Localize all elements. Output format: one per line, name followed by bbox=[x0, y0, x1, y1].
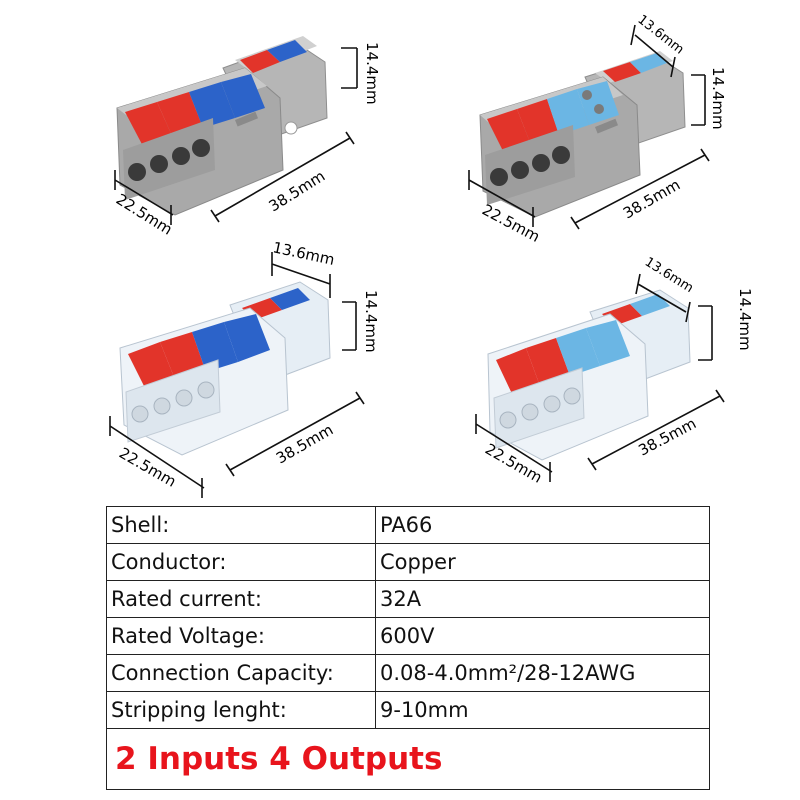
product-image-2: 13.6mm 14.4mm 38.5mm 22.5mm bbox=[468, 12, 727, 246]
spec-row-rated-voltage: Rated Voltage: 600V bbox=[106, 617, 710, 655]
spec-value: 600V bbox=[375, 617, 710, 655]
spec-value: Copper bbox=[375, 543, 710, 581]
spec-value: PA66 bbox=[375, 506, 710, 544]
svg-text:13.6mm: 13.6mm bbox=[635, 12, 687, 57]
spec-label: Conductor: bbox=[106, 543, 376, 581]
spec-value: 0.08-4.0mm²/28-12AWG bbox=[375, 654, 710, 692]
spec-row-rated-current: Rated current: 32A bbox=[106, 580, 710, 618]
product-image-1: 14.4mm 38.5mm 22.5mm bbox=[113, 36, 381, 239]
svg-text:14.4mm: 14.4mm bbox=[736, 288, 754, 351]
svg-text:14.4mm: 14.4mm bbox=[709, 67, 727, 130]
spec-row-shell: Shell: PA66 bbox=[106, 506, 710, 544]
io-summary-heading: 2 Inputs 4 Outputs bbox=[106, 728, 710, 790]
spec-label: Rated current: bbox=[106, 580, 376, 618]
spec-value: 32A bbox=[375, 580, 710, 618]
svg-text:38.5mm: 38.5mm bbox=[635, 414, 699, 459]
spec-label: Rated Voltage: bbox=[106, 617, 376, 655]
connector-body bbox=[119, 281, 331, 456]
spec-label: Shell: bbox=[106, 506, 376, 544]
dimension-height: 14.4mm bbox=[341, 42, 381, 105]
product-image-4: 13.6mm 14.4mm 38.5mm 22.5mm bbox=[475, 255, 754, 487]
product-image-3: 13.6mm 14.4mm 38.5mm 22.5mm bbox=[109, 238, 380, 498]
footer-row: 2 Inputs 4 Outputs bbox=[106, 728, 710, 790]
spec-label: Stripping lenght: bbox=[106, 691, 376, 729]
spec-row-stripping-length: Stripping lenght: 9-10mm bbox=[106, 691, 710, 729]
specs-table: Shell: PA66 Conductor: Copper Rated curr… bbox=[106, 506, 710, 790]
dimension-height: 14.4mm bbox=[691, 67, 727, 130]
svg-text:38.5mm: 38.5mm bbox=[273, 421, 336, 468]
svg-text:13.6mm: 13.6mm bbox=[271, 238, 336, 269]
spec-value: 9-10mm bbox=[375, 691, 710, 729]
connector-body bbox=[487, 289, 691, 461]
dimension-height: 14.4mm bbox=[698, 288, 754, 361]
spec-row-conductor: Conductor: Copper bbox=[106, 543, 710, 581]
spec-row-connection-capacity: Connection Capacity: 0.08-4.0mm²/28-12AW… bbox=[106, 654, 710, 692]
svg-text:14.4mm: 14.4mm bbox=[362, 290, 380, 353]
svg-text:13.6mm: 13.6mm bbox=[642, 255, 696, 296]
connector-body bbox=[116, 36, 328, 216]
svg-text:38.5mm: 38.5mm bbox=[266, 167, 329, 215]
dimension-height: 14.4mm bbox=[342, 290, 380, 353]
svg-text:14.4mm: 14.4mm bbox=[363, 42, 381, 105]
connector-body bbox=[479, 51, 686, 218]
spec-label: Connection Capacity: bbox=[106, 654, 376, 692]
